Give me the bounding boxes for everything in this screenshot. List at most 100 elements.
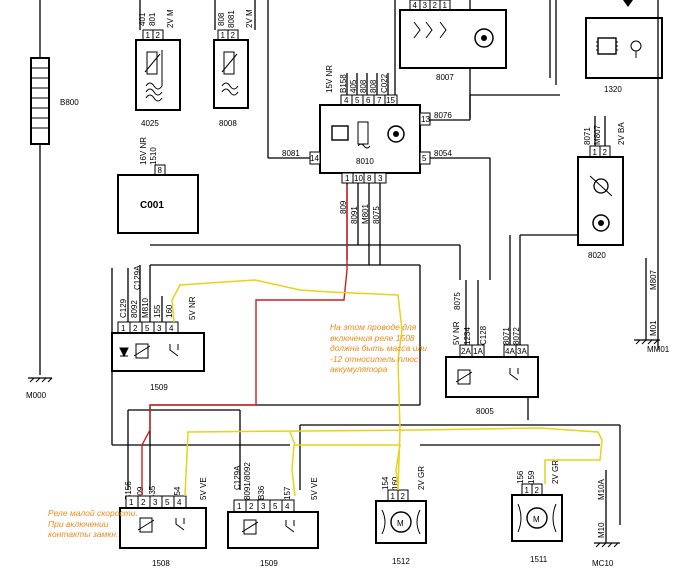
spec-5vnr-1509: 5V NR [188,296,197,320]
wire-154-label: 154 [173,486,182,500]
wire-8075b-label: 8075 [453,292,462,310]
pin-label: 3 [153,498,158,507]
pin-label: 1 [443,1,448,10]
yellow-highlight-wire [171,279,603,497]
top-wiring [139,0,560,258]
component-1509-top: C129A C129 8092 M810 155 160 5V NR 1 2 5… [111,265,205,392]
component-1511: 156 159 2V GR 1 2 M 1511 [511,460,563,564]
wire-157-label: 157 [283,486,292,500]
wire-160b-label: 160 [391,476,400,490]
wire-156-label: 156 [516,470,525,484]
motor-m-icon: M [533,515,540,524]
pin-label: 5 [145,324,150,333]
pin-label: 1 [129,498,134,507]
label-8007: 8007 [436,73,454,82]
pin-label: 6 [366,96,371,105]
wire-8092-label: 8092 [130,300,139,318]
m000-label: M000 [26,391,47,400]
pin-label: 10 [354,174,363,183]
wire-405-label: 405 [349,79,358,93]
pin-label: 3 [157,324,162,333]
wire-401-label: 401 [138,12,147,26]
wire-8081-top-label: 8081 [227,10,236,28]
wire-c022-label: C022 [380,73,389,93]
pin-label: 1 [237,502,242,511]
wire-155-label: 155 [153,304,162,318]
pin-label: 1 [391,492,396,501]
pin-label: 2 [141,498,146,507]
wire-8076-label: 8076 [434,111,452,120]
pin-label: 2 [133,324,138,333]
wire-154b-label: 154 [381,476,390,490]
wire-159-label: 159 [527,470,536,484]
wire-m807-label: M807 [649,269,658,290]
pin-label: 14 [310,154,319,163]
low-speed-note: Реле малой скорости. При включении конта… [48,508,138,539]
spec-2vm-b: 2V M [245,9,254,28]
pin-label: 7 [377,96,382,105]
wires-from-8010: 809 8091 M801 8075 [150,183,521,345]
wire-m810-label: M810 [141,297,150,318]
pin-label: 5 [165,498,170,507]
pin-label: 3 [261,502,266,511]
component-1512: 154 160 2V GR 1 2 M 1512 [375,466,427,566]
pin-label: 8 [367,174,372,183]
wire-801-label: 801 [148,12,157,26]
wire-b156-label: B156 [124,481,133,500]
wire-1510-label: 1510 [149,147,158,165]
wire-8072-label: 8072 [512,327,521,345]
wire-c128-label: C128 [479,325,488,345]
component-8008: 1 2 8008 [213,29,249,128]
pin-label: 1 [221,31,226,40]
spec-2vba: 2V BA [617,122,626,145]
pin-label: 5 [422,154,427,163]
pin-label: 2 [156,31,161,40]
pin-label: 8 [158,166,163,175]
wire-m807-top-label: M807 [593,124,602,145]
wire-m10a-label: M10A [597,478,606,500]
wire-809b-label: 809 [136,486,145,500]
label-8020: 8020 [588,251,606,260]
component-1320: 1320 8007 [585,0,663,94]
wire-c129-label: C129 [119,298,128,318]
pin-label: 1 [593,148,598,157]
label-1509-bottom: 1509 [260,559,278,568]
spec-16vnr: 16V NR [139,137,148,165]
wire-8071-label: 8071 [583,127,592,145]
wire-808b-label: 808 [359,79,368,93]
wire-8091-8092-label: 8091/8092 [243,462,252,500]
b800-component: B800 M000 [26,0,79,400]
pin-label: 4 [413,1,418,10]
pin-label: 5 [355,96,360,105]
spec-2vgr-b: 2V GR [551,460,560,484]
label-c001: C001 [140,200,164,211]
component-1509-bottom: C129A 8091/8092 B36 157 5V VE 1 2 3 5 4 … [227,462,319,568]
wire-808-label: 808 [217,12,226,26]
pin-label: 4A [505,347,515,356]
wire-8054-label: 8054 [434,149,452,158]
component-8010: 15V NR B158 405 808 808 C022 4 5 6 7 15 … [282,65,452,184]
wire-m801-label: M801 [361,203,370,224]
relay-note: На этом проводе для включения реле 1508 … [330,322,427,374]
b800-label: B800 [60,98,79,107]
pin-label: 13 [421,115,430,124]
pin-label: 4 [285,502,290,511]
component-1508: B156 809 B35 154 5V VE 1 2 3 5 4 1508 [119,477,208,568]
wire-809-label: 809 [339,200,348,214]
wire-b158-label: B158 [339,74,348,93]
component-8020: 8071 M807 2V BA 1 2 8020 [520,116,626,260]
top-partial-labels: 401 801 2V M 808 8081 2V M [138,9,254,28]
pin-label: 1 [121,324,126,333]
label-8010: 8010 [356,157,374,166]
wire-160-label: 160 [165,304,174,318]
component-8007: 4 3 2 1 8007 [399,0,507,82]
spec-5vve-b: 5V VE [310,477,319,500]
pin-label: 2 [535,486,540,495]
pin-label: 2 [249,502,254,511]
pin-label: 4 [344,96,349,105]
wire-8071b-label: 8071 [502,327,511,345]
label-4025: 4025 [141,119,159,128]
wire-8081-label: 8081 [282,149,300,158]
pin-label: 4 [169,324,174,333]
